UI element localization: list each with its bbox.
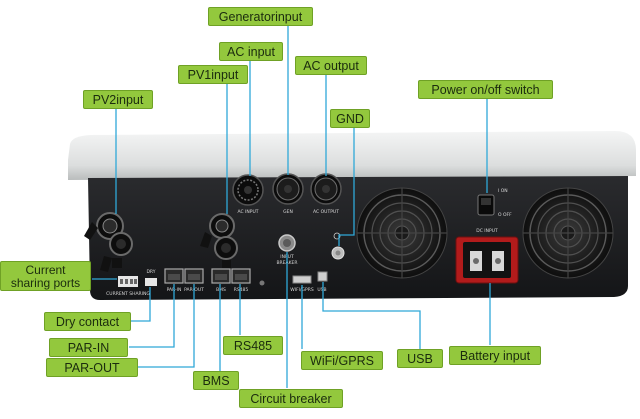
fan-right-icon — [522, 187, 614, 279]
print-switch-on: I ON — [498, 188, 508, 194]
battery-terminal-icon — [455, 236, 519, 284]
label-ac-output: AC output — [295, 56, 367, 75]
dry-contact-terminal — [145, 278, 157, 286]
print-current-sharing: CURRENT SHARING — [106, 291, 150, 297]
label-circuit-breaker: Circuit breaker — [239, 389, 343, 408]
ac-output-connector-icon — [310, 173, 342, 205]
label-ac-input: AC input — [219, 42, 283, 61]
label-current-sharing: Current sharing ports — [0, 261, 91, 291]
label-pv1-input: PV1input — [178, 65, 248, 84]
label-battery-input: Battery input — [449, 346, 541, 365]
label-current-sharing-line2: sharing ports — [10, 276, 81, 290]
ground-terminal-icon — [331, 232, 345, 260]
print-dc-input: DC INPUT — [476, 228, 498, 234]
label-par-in: PAR-IN — [49, 338, 128, 357]
line-gnd — [338, 128, 355, 246]
circuit-breaker-icon — [278, 234, 296, 252]
print-rs485: RS485 — [234, 287, 249, 293]
usb-port-icon — [317, 271, 328, 282]
housing-top — [68, 131, 636, 180]
print-bms: BMS — [216, 287, 226, 293]
ac-input-connector-icon — [232, 174, 264, 206]
label-generator-input: Generatorinput — [208, 7, 313, 26]
leader-lines — [92, 25, 491, 388]
rj45-ports — [164, 268, 251, 284]
screw — [259, 280, 265, 286]
line-par-in — [129, 284, 175, 348]
label-current-sharing-line1: Current — [25, 263, 66, 277]
label-bms: BMS — [193, 371, 239, 390]
label-power-switch: Power on/off switch — [418, 80, 553, 99]
pv2-connectors-icon — [84, 212, 133, 272]
label-usb: USB — [397, 349, 443, 368]
print-gen: GEN — [283, 209, 293, 215]
label-dry-contact: Dry contact — [44, 312, 131, 331]
label-rs485: RS485 — [223, 336, 283, 355]
pv1-connectors-icon — [200, 213, 238, 268]
label-pv2-input: PV2input — [83, 90, 153, 109]
label-gnd: GND — [330, 109, 370, 128]
print-ac-input: AC INPUT — [237, 209, 258, 215]
print-dry: DRY — [146, 269, 155, 275]
label-wifi-gprs: WiFi/GPRS — [301, 351, 383, 370]
print-ac-output: AC OUTPUT — [313, 209, 339, 215]
line-par-out — [137, 284, 195, 368]
label-par-out: PAR-OUT — [46, 358, 138, 377]
line-dry-contact — [131, 287, 151, 322]
gen-connector-icon — [272, 173, 304, 205]
print-usb: USB — [317, 287, 326, 293]
line-usb — [322, 282, 421, 349]
fan-left-icon — [356, 187, 448, 279]
print-switch-off: O OFF — [498, 212, 512, 218]
wifi-port-icon — [292, 275, 312, 284]
power-switch-icon — [477, 194, 495, 216]
